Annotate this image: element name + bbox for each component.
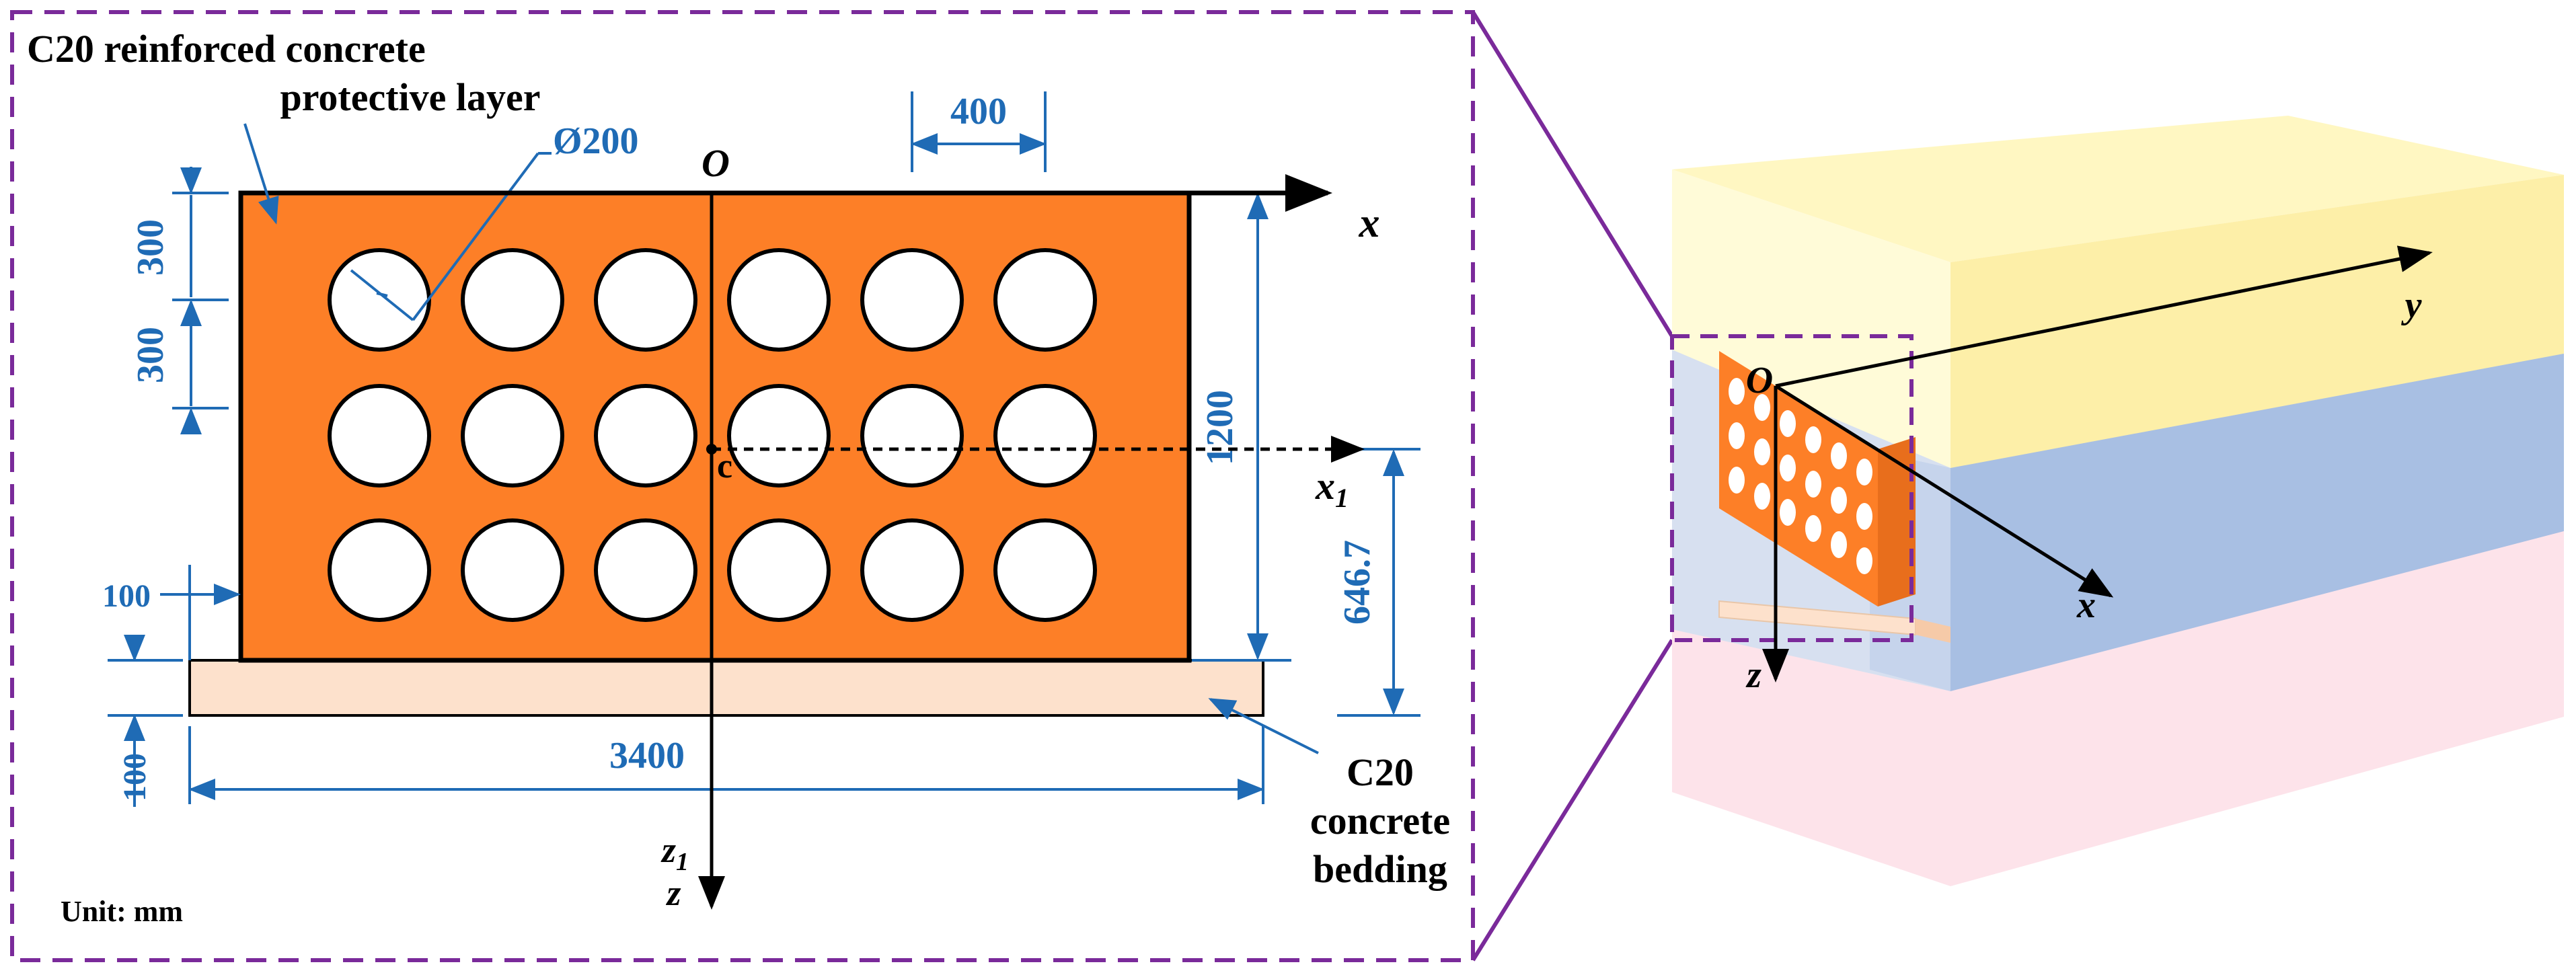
bedding-label-1: C20 (1347, 750, 1414, 794)
origin-label: O (702, 141, 730, 185)
perspective-pipe-hole (1729, 467, 1745, 494)
perspective-pipe-hole (1729, 378, 1745, 405)
perspective-pipe-hole (1754, 438, 1770, 465)
centroid-label: c (717, 447, 732, 485)
z1-axis-label: z1 (660, 830, 689, 876)
trench-floor-dark (1916, 619, 1950, 643)
pipe-hole (993, 248, 1097, 352)
perspective-protective-layer-side (1878, 437, 1916, 606)
bedding-label-3: bedding (1313, 847, 1447, 891)
protective-layer-label-1: C20 reinforced concrete (27, 27, 426, 71)
pipe-hole (594, 384, 697, 487)
pipe-hole (860, 248, 964, 352)
pipe-hole (860, 384, 964, 487)
pipe-hole (594, 518, 697, 622)
pipe-hole (461, 248, 564, 352)
section-view: Ø200 400 300 300 100 100 3400 (10, 10, 1475, 962)
perspective-pipe-hole (1831, 487, 1847, 514)
side-edge-label: 100 (102, 578, 151, 614)
pipe-diameter-label: Ø200 (553, 120, 639, 162)
layer-bottom-right (1950, 531, 2564, 886)
persp-x-label: x (2076, 584, 2096, 626)
perspective-pipe-hole (1754, 394, 1770, 421)
concrete-bedding (188, 659, 1264, 717)
perspective-pipe-hole (1780, 455, 1796, 481)
perspective-pipe-hole (1780, 410, 1796, 437)
pipe-hole (328, 518, 431, 622)
pipe-hole (993, 518, 1097, 622)
x-axis-label: x (1359, 200, 1380, 246)
perspective-view: O y x z (1670, 116, 2564, 886)
bedding-thickness-label: 100 (117, 753, 153, 801)
pipe-hole (727, 518, 831, 622)
pipe-grid (328, 248, 1097, 622)
perspective-pipe-hole (1729, 422, 1745, 449)
pipe-hole (727, 248, 831, 352)
x1-sub: 1 (1335, 483, 1349, 513)
callout-line-bottom (1471, 639, 1674, 962)
perspective-pipe-hole (1780, 499, 1796, 526)
pipe-spacing-label: 400 (950, 91, 1007, 132)
pipe-hole (727, 384, 831, 487)
layer-height-label: 1200 (1199, 390, 1241, 465)
x1-base: x (1315, 464, 1335, 508)
row-spacing-label: 300 (130, 327, 172, 383)
perspective-pipe-hole (1856, 547, 1872, 574)
pipe-hole (594, 248, 697, 352)
persp-x-axis (1774, 384, 2114, 598)
perspective-pipe-grid (1729, 378, 1872, 574)
pipe-hole (461, 384, 564, 487)
unit-label: Unit: mm (61, 895, 183, 928)
pipe-hole (461, 518, 564, 622)
perspective-pipe-hole (1805, 471, 1821, 498)
perspective-pipe-hole (1805, 426, 1821, 453)
pipe-hole (860, 518, 964, 622)
section-frame (10, 10, 1475, 962)
pipe-hole (993, 384, 1097, 487)
perspective-pipe-hole (1831, 442, 1847, 469)
diameter-tick (376, 292, 388, 297)
layer-top-top (1672, 116, 2564, 262)
persp-z-label: z (1745, 654, 1761, 696)
z-axis-label: z (665, 873, 681, 913)
x1-axis-label: x1 (1315, 464, 1349, 513)
bedding-width-label: 3400 (609, 735, 685, 777)
bedding-leader (1208, 698, 1319, 754)
perspective-pipe-hole (1856, 503, 1872, 530)
perspective-pipe-hole (1856, 459, 1872, 485)
diameter-leader (412, 152, 539, 321)
perspective-pipe-hole (1805, 515, 1821, 542)
edge-top-label: 300 (130, 219, 172, 276)
pipe-hole (328, 384, 431, 487)
zoom-frame (1670, 334, 1914, 642)
persp-y-label: y (2401, 284, 2423, 326)
protective-layer-leader (243, 123, 279, 225)
layer-bottom-front (1672, 629, 1950, 886)
persp-y-axis (1775, 245, 2433, 388)
layer-top-front (1672, 169, 1950, 468)
protective-layer-label-2: protective layer (280, 75, 540, 119)
bedding-label-2: concrete (1310, 799, 1450, 843)
persp-origin-label: O (1746, 360, 1773, 401)
z1-base: z (660, 830, 676, 870)
centroid-depth-label: 646.7 (1336, 540, 1378, 625)
centroid-point (706, 444, 717, 455)
z1-sub: 1 (676, 848, 689, 876)
perspective-pipe-hole (1754, 483, 1770, 510)
perspective-pipe-hole (1831, 531, 1847, 558)
callout-line-top (1471, 11, 1674, 338)
pipe-hole (328, 248, 431, 352)
